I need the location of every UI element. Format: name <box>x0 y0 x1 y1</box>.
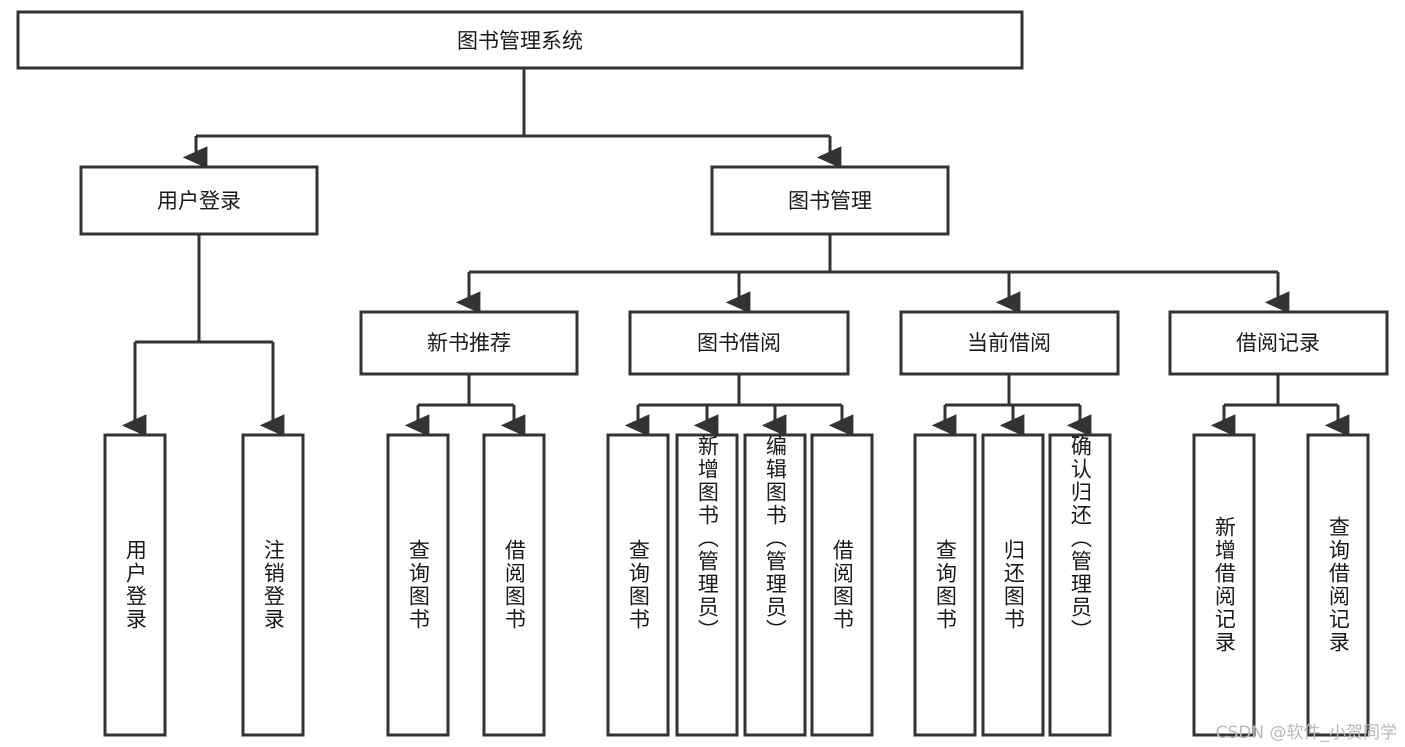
leaf-box-return-book[interactable] <box>981 433 1045 737</box>
leaf-box-confirm-return[interactable] <box>1048 433 1112 737</box>
leaf-box-add-record[interactable] <box>1192 433 1256 737</box>
node-root[interactable]: 图书管理系统 <box>16 10 1024 70</box>
node-book-borrow[interactable]: 图书借阅 <box>628 310 850 376</box>
leaf-box-add-book[interactable] <box>675 433 739 737</box>
node-book-manage[interactable]: 图书管理 <box>710 165 950 236</box>
leaf-box-query-book-1[interactable] <box>386 433 450 737</box>
leaf-box-query-record[interactable] <box>1306 433 1370 737</box>
node-book-manage-label: 图书管理 <box>788 189 872 213</box>
edge-group-book-borrow <box>624 374 854 437</box>
node-user-login[interactable]: 用户登录 <box>79 165 319 236</box>
node-current-borrow-label: 当前借阅 <box>967 331 1051 355</box>
leaf-box-borrow-book-1[interactable] <box>482 433 546 737</box>
node-new-book-recommend-label: 新书推荐 <box>427 331 511 355</box>
edge-group-borrow-record <box>1210 374 1350 437</box>
leaf-box-user-login[interactable] <box>103 433 167 737</box>
leaf-box-borrow-book-2[interactable] <box>810 433 874 737</box>
edge-group-book-manage <box>455 234 1290 314</box>
node-new-book-recommend[interactable]: 新书推荐 <box>359 310 579 376</box>
node-book-borrow-label: 图书借阅 <box>697 331 781 355</box>
node-current-borrow[interactable]: 当前借阅 <box>899 310 1120 376</box>
leaf-box-query-book-2[interactable] <box>606 433 670 737</box>
leaf-box-edit-book[interactable] <box>743 433 807 737</box>
edge-group-new-book-recommend <box>404 374 526 437</box>
node-borrow-record[interactable]: 借阅记录 <box>1168 310 1389 376</box>
edge-group-root <box>182 68 842 169</box>
leaf-box-group <box>103 433 1370 737</box>
node-borrow-record-label: 借阅记录 <box>1236 331 1320 355</box>
node-root-label: 图书管理系统 <box>457 29 583 53</box>
edge-group-current-borrow <box>931 374 1092 437</box>
node-user-login-label: 用户登录 <box>157 189 241 213</box>
edge-group-user-login <box>121 234 285 437</box>
leaf-box-logout[interactable] <box>241 433 305 737</box>
leaf-box-query-book-3[interactable] <box>913 433 977 737</box>
